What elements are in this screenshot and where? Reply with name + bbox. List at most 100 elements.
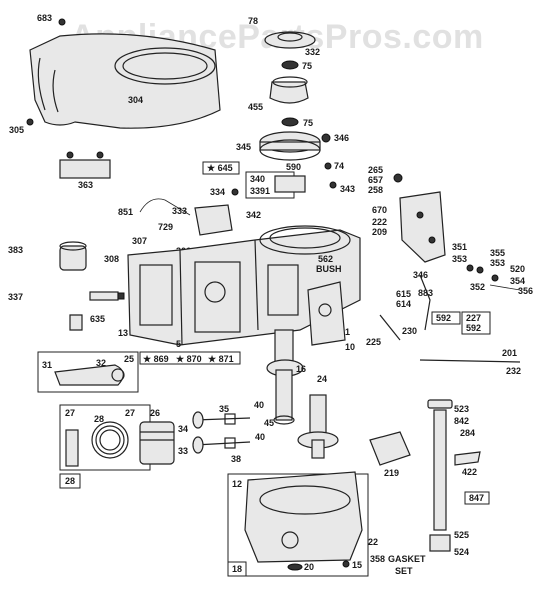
label-232: 232 bbox=[506, 366, 521, 376]
piston[interactable] bbox=[139, 421, 175, 465]
label-258: 258 bbox=[368, 185, 383, 195]
label-34: 34 bbox=[178, 424, 188, 434]
label-230: 230 bbox=[402, 326, 417, 336]
flywheel-345[interactable] bbox=[259, 131, 321, 161]
oil-sump[interactable] bbox=[244, 471, 363, 563]
label-590: 590 bbox=[286, 162, 301, 172]
label-28b: 28 bbox=[65, 476, 75, 486]
valves[interactable] bbox=[192, 411, 251, 454]
camshaft[interactable] bbox=[297, 394, 339, 459]
label-75a: 75 bbox=[302, 61, 312, 71]
label-851: 851 bbox=[118, 207, 133, 217]
label-225: 225 bbox=[366, 337, 381, 347]
governor-spring-parts[interactable] bbox=[419, 264, 521, 331]
label-615: 615 bbox=[396, 289, 411, 299]
label-13: 13 bbox=[118, 328, 128, 338]
blower-housing-304[interactable] bbox=[29, 33, 221, 129]
label-358: 358 bbox=[370, 554, 385, 564]
flywheel-nut-78[interactable] bbox=[264, 31, 316, 49]
label-33: 33 bbox=[178, 446, 188, 456]
air-filter-383[interactable] bbox=[59, 241, 87, 271]
label-219: 219 bbox=[384, 468, 399, 478]
label-284: 284 bbox=[460, 428, 475, 438]
label-35: 35 bbox=[219, 404, 229, 414]
label-265: 265 bbox=[368, 165, 383, 175]
label-305: 305 bbox=[9, 125, 24, 135]
cylinder-block[interactable] bbox=[127, 225, 361, 346]
label-26: 26 bbox=[150, 408, 160, 418]
label-353: 353 bbox=[452, 254, 467, 264]
ignition-armature-590[interactable] bbox=[274, 175, 306, 193]
label-78: 78 bbox=[248, 16, 258, 26]
ignition-module-333[interactable] bbox=[194, 204, 233, 236]
label-523: 523 bbox=[454, 404, 469, 414]
throttle-rod[interactable] bbox=[419, 359, 521, 363]
dipstick-tube[interactable] bbox=[427, 399, 453, 552]
label-222: 222 bbox=[372, 217, 387, 227]
label-353b: 353 bbox=[490, 258, 505, 268]
label-45: 45 bbox=[264, 418, 274, 428]
label-10: 10 bbox=[345, 342, 355, 352]
spark-plug-337[interactable] bbox=[89, 291, 125, 301]
label-345: 345 bbox=[236, 142, 251, 152]
label-847: 847 bbox=[469, 493, 484, 503]
label-614: 614 bbox=[396, 299, 411, 309]
label-227: 227 bbox=[466, 313, 481, 323]
bracket-363[interactable] bbox=[59, 151, 111, 179]
label-bush: BUSH bbox=[316, 264, 342, 274]
piston-rings[interactable] bbox=[91, 421, 129, 459]
label-74: 74 bbox=[334, 161, 344, 171]
label-592b: 592 bbox=[466, 323, 481, 333]
label-304: 304 bbox=[128, 95, 143, 105]
governor-219[interactable] bbox=[369, 431, 411, 466]
label-520: 520 bbox=[510, 264, 525, 274]
label-308: 308 bbox=[104, 254, 119, 264]
label-40: 40 bbox=[254, 400, 264, 410]
label-31: 31 bbox=[42, 360, 52, 370]
starter-cup-455[interactable] bbox=[269, 76, 309, 104]
label-set: SET bbox=[395, 566, 413, 576]
label-gasket: GASKET bbox=[388, 554, 426, 564]
label-40b: 40 bbox=[255, 432, 265, 442]
label-645: ★ 645 bbox=[207, 163, 233, 173]
label-670: 670 bbox=[372, 205, 387, 215]
label-15: 15 bbox=[352, 560, 362, 570]
label-683: 683 bbox=[37, 13, 52, 23]
label-455: 455 bbox=[248, 102, 263, 112]
label-27: 27 bbox=[65, 408, 75, 418]
label-27b: 27 bbox=[125, 408, 135, 418]
label-32: 32 bbox=[96, 358, 106, 368]
control-bracket[interactable] bbox=[399, 191, 446, 263]
crankshaft[interactable] bbox=[266, 329, 304, 425]
label-883: 883 bbox=[418, 288, 433, 298]
label-842: 842 bbox=[454, 416, 469, 426]
label-28: 28 bbox=[94, 414, 104, 424]
label-635: 635 bbox=[90, 314, 105, 324]
label-334: 334 bbox=[210, 187, 225, 197]
label-524: 524 bbox=[454, 547, 469, 557]
label-20: 20 bbox=[304, 562, 314, 572]
label-657: 657 bbox=[368, 175, 383, 185]
label-340: 340 bbox=[250, 174, 265, 184]
breather-plate[interactable] bbox=[307, 281, 346, 346]
label-25: 25 bbox=[124, 354, 134, 364]
connecting-rod[interactable] bbox=[54, 364, 125, 386]
label-332: 332 bbox=[305, 47, 320, 57]
label-337: 337 bbox=[8, 292, 23, 302]
label-75b: 75 bbox=[303, 118, 313, 128]
label-346: 346 bbox=[334, 133, 349, 143]
label-307: 307 bbox=[132, 236, 147, 246]
label-351: 351 bbox=[452, 242, 467, 252]
label-383: 383 bbox=[8, 245, 23, 255]
label-355: 355 bbox=[490, 248, 505, 258]
label-201: 201 bbox=[502, 348, 517, 358]
label-209: 209 bbox=[372, 227, 387, 237]
label-870: ★ 870 bbox=[176, 354, 202, 364]
label-562: 562 bbox=[318, 254, 333, 264]
label-343: 343 bbox=[340, 184, 355, 194]
label-16: 16 bbox=[296, 364, 306, 374]
label-1: 1 bbox=[345, 327, 350, 337]
label-22: 22 bbox=[368, 537, 378, 547]
label-869: ★ 869 bbox=[143, 354, 169, 364]
